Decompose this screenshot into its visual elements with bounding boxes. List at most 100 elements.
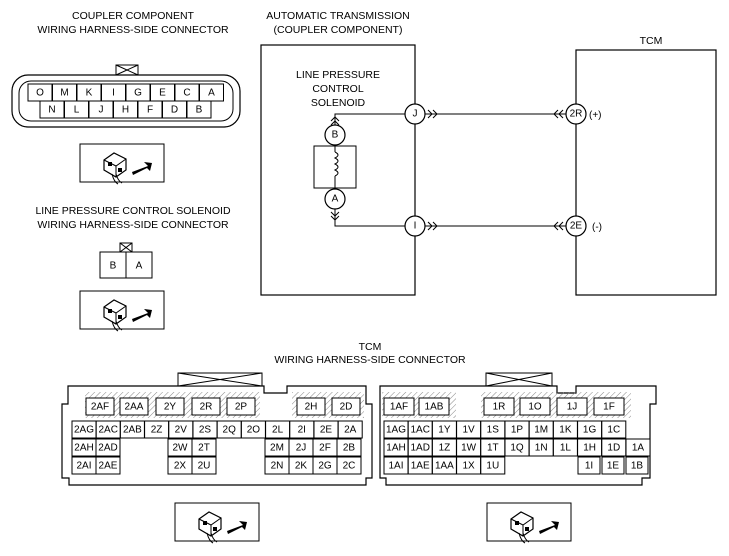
pin-label: 1I xyxy=(585,461,593,472)
pin-cell: D xyxy=(162,100,187,119)
tcm-block: TCM 2R (+) 2E (-) xyxy=(565,35,717,296)
pin-label: 1O xyxy=(528,402,542,413)
pin-box xyxy=(577,456,601,475)
pin-cell: 2U xyxy=(191,456,217,475)
solenoid-title-2: WIRING HARNESS-SIDE CONNECTOR xyxy=(37,219,229,231)
pin-label: 1V xyxy=(462,425,475,436)
pin-box xyxy=(383,397,415,416)
pin-box xyxy=(191,456,217,475)
pin-cell: 1AB xyxy=(418,397,450,416)
pin-label: M xyxy=(60,88,68,99)
pin-cell: 1AC xyxy=(407,420,433,439)
pin-cell: K xyxy=(76,83,102,102)
pin-cell: F xyxy=(137,100,163,119)
pin-cell: 1B xyxy=(625,456,649,475)
pin-box xyxy=(601,420,627,439)
pin-label: 2AH xyxy=(74,443,93,454)
pin-label: 1D xyxy=(607,443,620,454)
pin-label: 2A xyxy=(344,425,357,436)
coupler-connector: COUPLER COMPONENT WIRING HARNESS-SIDE CO… xyxy=(11,10,241,128)
terminal-j: J xyxy=(413,109,418,120)
pin-cell: 2AI xyxy=(71,456,97,475)
pin-box xyxy=(296,397,326,416)
pin-label: 1X xyxy=(462,461,475,472)
pin-cell: 2O xyxy=(240,420,266,439)
pin-cell: 2L xyxy=(265,420,291,439)
tcm-conn-title-1: TCM xyxy=(359,341,382,353)
at-title-1: AUTOMATIC TRANSMISSION xyxy=(266,10,410,22)
pin-label: 2U xyxy=(198,461,211,472)
pin-label: 2AD xyxy=(98,443,117,454)
solenoid-label-1: LINE PRESSURE xyxy=(296,69,380,81)
pin-label: 1U xyxy=(486,461,499,472)
pin-cell: 1S xyxy=(480,420,506,439)
tcm-conn-title-2: WIRING HARNESS-SIDE CONNECTOR xyxy=(274,354,466,366)
pin-label: K xyxy=(86,88,93,99)
pin-box xyxy=(191,397,221,416)
pin-label: 1AF xyxy=(390,402,408,413)
pin-label: 2L xyxy=(272,425,284,436)
pin-box xyxy=(95,438,121,457)
pin-cell: 2B xyxy=(336,438,362,457)
pin-cell: I xyxy=(101,83,126,102)
solenoid-title-1: LINE PRESSURE CONTROL SOLENOID xyxy=(35,205,230,217)
pin-label: 2M xyxy=(270,443,284,454)
pin-label: 2P xyxy=(235,402,248,413)
coupler-title-1: COUPLER COMPONENT xyxy=(72,10,195,22)
pin-cell: 2K xyxy=(288,456,314,475)
pin-label: 1AA xyxy=(435,461,454,472)
pin-cell: 1L xyxy=(552,438,578,457)
pin-cell: 1Q xyxy=(504,438,530,457)
pin-cell: 2R xyxy=(191,397,221,416)
solenoid-connector: LINE PRESSURE CONTROL SOLENOID WIRING HA… xyxy=(35,205,231,279)
pin-cell: 2AC xyxy=(95,420,121,439)
pin-label: 2V xyxy=(175,425,188,436)
pin-cell: 1AH xyxy=(383,438,409,457)
pin-cell: 2AD xyxy=(95,438,121,457)
pin-label: 1AC xyxy=(410,425,429,436)
pin-label: 1L xyxy=(560,443,572,454)
pin-cell: 2I xyxy=(289,420,315,439)
pin-cell: 2W xyxy=(167,438,193,457)
pin-label: 1J xyxy=(567,402,578,413)
pin-box xyxy=(85,397,115,416)
pin-label: 1Z xyxy=(439,443,451,454)
pin-cell: B xyxy=(186,100,212,119)
plug-icon xyxy=(79,143,165,185)
pin-cell: M xyxy=(52,83,77,102)
pin-label: 2B xyxy=(343,443,356,454)
pin-label: 1A xyxy=(632,443,645,454)
pin-cell: J xyxy=(88,100,114,119)
pin-label: 2AC xyxy=(98,425,117,436)
pin-cell: C xyxy=(174,83,200,102)
pin-box xyxy=(95,456,121,475)
pin-cell: 2J xyxy=(288,438,314,457)
pin-label: 1AI xyxy=(388,461,403,472)
pin-box xyxy=(155,397,185,416)
pin-box xyxy=(418,397,450,416)
pin-cell: 1X xyxy=(456,456,482,475)
solenoid-label-2: CONTROL xyxy=(312,83,363,95)
pin-label: 1N xyxy=(535,443,548,454)
pin-cell: 2Q xyxy=(216,420,242,439)
pin-cell: A xyxy=(199,83,224,102)
pin-label: 1M xyxy=(534,425,548,436)
pin-cell: 2AA xyxy=(119,397,149,416)
pin-cell: 2E xyxy=(313,420,339,439)
pin-cell: 2A xyxy=(337,420,363,439)
pin-cell: 1G xyxy=(577,420,603,439)
pin-cell: 1T xyxy=(480,438,506,457)
pin-cell: 1O xyxy=(519,397,551,416)
pin-label: O xyxy=(36,88,44,99)
pin-box xyxy=(601,456,625,475)
pin-label: 1AB xyxy=(425,402,444,413)
pin-label: 2H xyxy=(305,402,318,413)
pin-label: 1R xyxy=(493,402,506,413)
pin-box xyxy=(337,420,363,439)
pin-label: E xyxy=(159,88,166,99)
pin-label: 1F xyxy=(603,402,615,413)
pin-cell: 1AF xyxy=(383,397,415,416)
